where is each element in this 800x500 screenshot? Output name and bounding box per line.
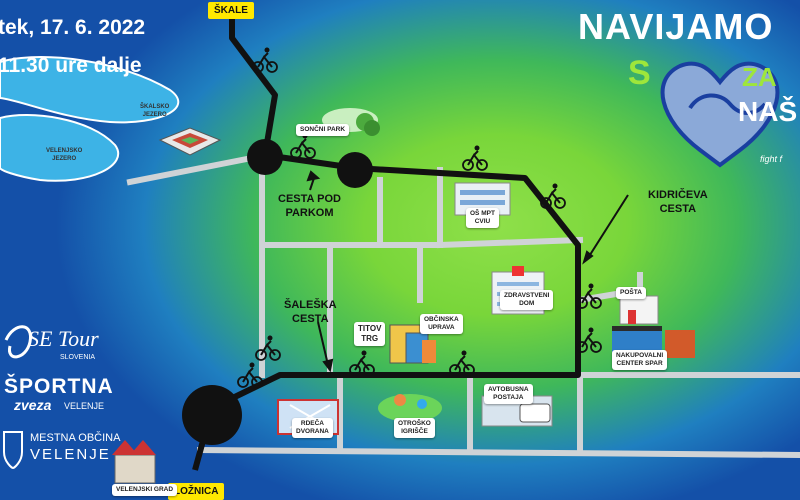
se-tour-logo: SE Tour: [28, 326, 99, 351]
event-time: 11.30 ure dalje: [0, 54, 142, 77]
velenjski-grad-label: VELENJSKI GRAD: [112, 484, 178, 496]
campaign-tagline: fight f: [760, 154, 783, 164]
roundabout-3: [182, 385, 242, 445]
mestna-obcina-line1: MESTNA OBČINA: [30, 432, 121, 444]
se-tour-logo-icon: [4, 325, 32, 359]
campaign-line-2-end: ZA: [742, 62, 777, 92]
campaign-line-3: NAŠ: [738, 96, 798, 127]
end-label: LOŽNICA: [168, 483, 225, 500]
street-kidriceva: KIDRIČEVA CESTA: [648, 189, 708, 215]
avtobusna-postaja-label: AVTOBUSNA POSTAJA: [484, 384, 533, 404]
roundabout-2: [337, 152, 373, 188]
os-mpt-label: OŠ MPT CVIU: [466, 208, 499, 228]
titov-trg-label: TITOV TRG: [354, 322, 386, 346]
street-saleska: ŠALEŠKA CESTA: [284, 299, 337, 325]
velenjsko-lake: [0, 114, 119, 182]
skalsko-lake-label: ŠKALSKO JEZERO: [140, 104, 170, 118]
campaign-line-1: NAVIJAMO: [578, 6, 774, 47]
rdeca-dvorana-label: RDEČA DVORANA: [292, 418, 333, 438]
velenjsko-lake-label: VELENJSKO JEZERO: [46, 148, 83, 162]
soncni-park-label: SONČNI PARK: [296, 124, 350, 136]
event-date: tek, 17. 6. 2022: [0, 16, 146, 39]
playground-icon: [378, 394, 442, 422]
municipality-crest-icon: [3, 431, 23, 470]
se-tour-sub: SLOVENIA: [60, 354, 96, 361]
skalsko-lake: [0, 56, 179, 124]
castle-icon: [112, 440, 156, 484]
obcinska-uprava-label: OBČINSKA UPRAVA: [420, 314, 463, 334]
sportna-zveza-line1: ŠPORTNA: [4, 375, 114, 398]
zdravstveni-dom-label: ZDRAVSTVENI DOM: [500, 290, 554, 310]
nakupovalni-center-label: NAKUPOVALNI CENTER SPAR: [612, 350, 668, 370]
post-office-icon: [619, 295, 659, 325]
posta-label: POŠTA: [616, 287, 646, 299]
stadium-icon: [158, 127, 222, 156]
sportna-zveza-line2: zveza: [14, 397, 52, 413]
street-pod-parkom: CESTA POD PARKOM: [278, 193, 341, 219]
start-label: ŠKALE: [208, 2, 254, 19]
tour-logo-swirl-icon: [688, 93, 767, 115]
sportna-zveza-sub: VELENJE: [64, 401, 105, 411]
campaign-line-2-start: S: [628, 54, 651, 92]
mestna-obcina-line2: VELENJE: [30, 446, 111, 463]
town-hall-icon: [389, 324, 436, 364]
roundabout-1: [247, 139, 283, 175]
otrosko-igrisce-label: OTROŠKO IGRIŠČE: [394, 418, 435, 438]
heart-icon: [660, 61, 780, 168]
